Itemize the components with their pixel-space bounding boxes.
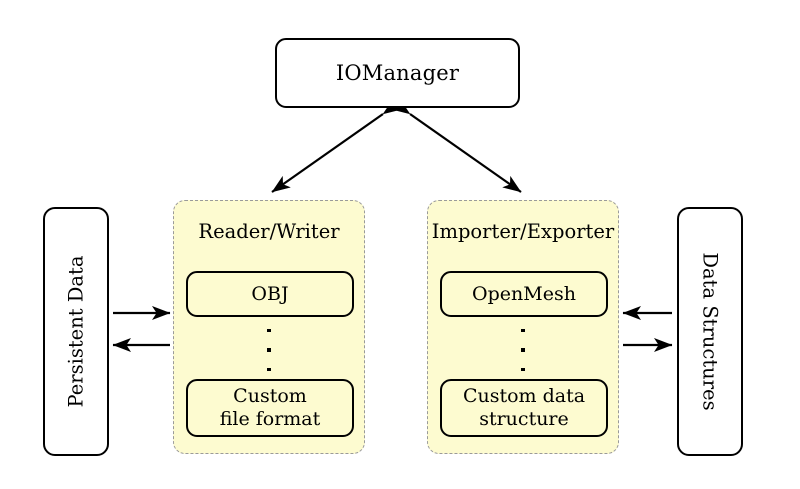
node-data-structures[interactable]: Data Structures — [677, 207, 743, 456]
panel-importer-exporter[interactable]: Importer/Exporter OpenMesh Custom data s… — [427, 200, 619, 454]
node-iomanager[interactable]: IOManager — [275, 38, 520, 108]
panel-importer-exporter-title: Importer/Exporter — [431, 220, 615, 243]
panel-reader-writer-title: Reader/Writer — [198, 220, 340, 243]
vertical-ellipsis-icon — [428, 329, 618, 371]
node-persistent-data-label: Persistent Data — [64, 255, 88, 408]
node-openmesh[interactable]: OpenMesh — [440, 271, 608, 317]
node-openmesh-label: OpenMesh — [472, 282, 576, 305]
arrow-iomanager-importer-exporter — [391, 97, 522, 193]
node-custom-data-structure-label: Custom data structure — [462, 385, 586, 430]
node-obj[interactable]: OBJ — [186, 271, 354, 317]
vertical-ellipsis-icon — [174, 329, 364, 371]
node-data-structures-label: Data Structures — [698, 252, 722, 411]
panel-reader-writer[interactable]: Reader/Writer OBJ Custom file format — [173, 200, 365, 454]
node-custom-data-structure[interactable]: Custom data structure — [440, 379, 608, 437]
node-persistent-data[interactable]: Persistent Data — [43, 207, 109, 456]
node-custom-file-format[interactable]: Custom file format — [186, 379, 354, 437]
node-iomanager-label: IOManager — [335, 60, 460, 85]
node-custom-file-format-label: Custom file format — [219, 385, 321, 430]
arrow-iomanager-reader-writer — [271, 97, 402, 193]
node-obj-label: OBJ — [251, 282, 289, 305]
